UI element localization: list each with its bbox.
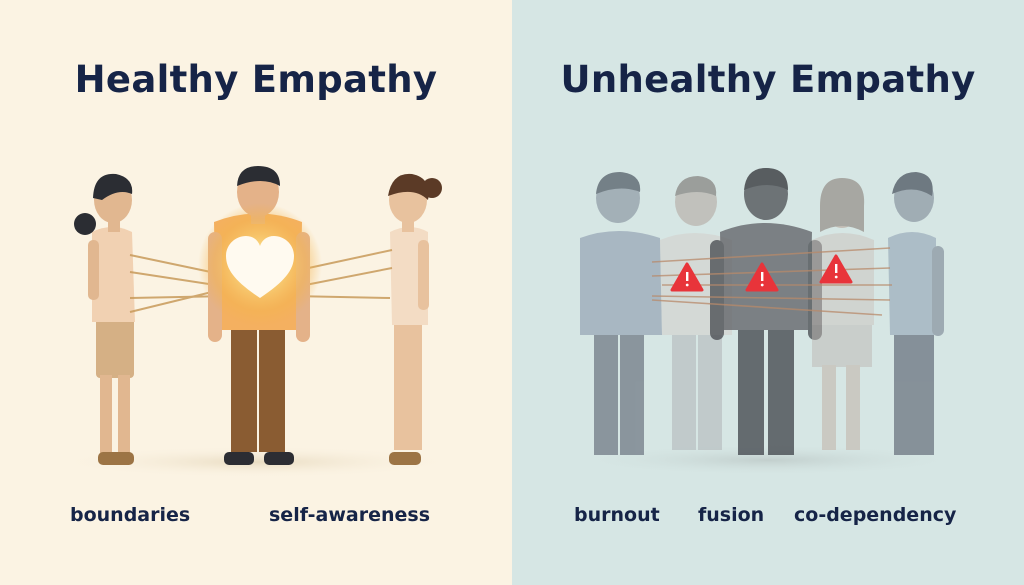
warning-icon bbox=[745, 262, 779, 292]
faded-person-1 bbox=[580, 172, 662, 455]
label-fusion: fusion bbox=[698, 504, 765, 526]
ground-shadow bbox=[568, 444, 968, 476]
ground-shadow bbox=[56, 446, 456, 478]
unhealthy-empathy-panel: Unhealthy Empathy bbox=[512, 0, 1024, 585]
label-self-awareness: self-awareness bbox=[269, 504, 431, 526]
faded-person-3 bbox=[710, 168, 822, 455]
healthy-empathy-title: Healthy Empathy bbox=[74, 58, 438, 101]
warning-icon bbox=[670, 262, 704, 292]
label-boundaries: boundaries bbox=[70, 504, 191, 526]
tangled-threads bbox=[651, 247, 892, 316]
heart-icon bbox=[226, 236, 294, 298]
left-person bbox=[74, 173, 135, 465]
warning-icon bbox=[819, 254, 853, 284]
right-person bbox=[388, 173, 442, 465]
healthy-empathy-panel: Healthy Empathy bbox=[0, 0, 512, 585]
healthy-empathy-scene bbox=[56, 166, 456, 478]
unhealthy-empathy-title: Unhealthy Empathy bbox=[560, 58, 976, 101]
label-co-dependency: co-dependency bbox=[794, 504, 957, 526]
label-burnout: burnout bbox=[574, 504, 660, 526]
unhealthy-empathy-scene bbox=[568, 168, 968, 476]
faded-person-5 bbox=[888, 172, 944, 455]
